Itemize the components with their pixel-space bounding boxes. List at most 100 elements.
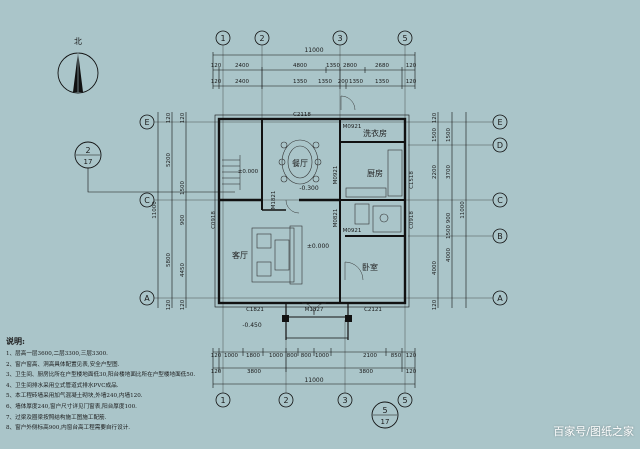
dim-value: 11000 <box>460 201 466 219</box>
kitchen-counter <box>345 149 403 233</box>
top-axis-bubbles: 1 2 3 5 <box>215 30 413 46</box>
dim-total: 11000 <box>304 377 323 384</box>
axis-label: C <box>144 196 150 205</box>
dim-value: 120 <box>406 63 417 69</box>
dim-value: 120 <box>211 79 222 85</box>
dim-value: 5200 <box>166 153 172 167</box>
room-bedroom: 卧室 <box>362 262 378 272</box>
elevation-mark: -0.450 <box>242 322 262 329</box>
dim-value: 120 <box>432 112 438 123</box>
dim-value: 900 <box>180 214 186 225</box>
bottom-axis-bubbles: 1 2 3 5 <box>215 392 413 408</box>
top-dimensions: 11000 120 2400 4800 1350 2800 2680 120 1… <box>211 47 417 89</box>
dim-value: 11000 <box>152 201 158 219</box>
dim-value: 2100 <box>363 353 377 359</box>
axis-label: 2 <box>259 34 264 43</box>
door-label: M0921 <box>343 228 362 234</box>
dim-value: 1500 <box>180 181 186 195</box>
dim-value: 1350 <box>293 79 307 85</box>
axis-label: 1 <box>220 396 225 405</box>
window-label: C2118 <box>293 112 311 118</box>
section-marker-5-17: 5 17 <box>371 401 399 429</box>
dim-value: 1800 <box>246 353 260 359</box>
note-item: 5、本工程砖墙采用加气混凝土砌块,外墙240,内墙120. <box>6 393 143 400</box>
note-item: 4、卫生间排水采用立式管道式排水PVC成品. <box>6 382 119 389</box>
design-notes: 说明: 1、层高一层3600,二层3300,三层3300. 2、窗户窗高、洞高具… <box>6 336 220 434</box>
dim-value: 3800 <box>359 369 373 375</box>
window-label: C2121 <box>364 307 382 313</box>
door-labels: M0921 M0921 M0821 M1827 M1821 M0921 <box>271 124 361 313</box>
room-kitchen: 厨房 <box>367 168 383 178</box>
dim-value: 3700 <box>446 165 452 179</box>
dim-value: 2800 <box>343 63 357 69</box>
dim-value: 1350 <box>349 79 363 85</box>
axis-label: D <box>497 141 503 150</box>
axis-label: E <box>497 118 502 127</box>
right-axis-bubbles: E D C B A <box>492 114 508 306</box>
note-item: 1、层高一层3600,二层3300,三层3300. <box>6 351 108 357</box>
axis-label: E <box>144 118 149 127</box>
dim-value: 120 <box>211 369 222 375</box>
living-sofa <box>251 225 303 285</box>
door-label: M1827 <box>305 307 324 313</box>
dim-value: 1350 <box>326 63 340 69</box>
dim-value: 1500 <box>446 128 452 142</box>
dim-value: 2400 <box>235 63 249 69</box>
axis-label: 1 <box>220 34 225 43</box>
porch <box>282 302 352 340</box>
dim-value: 120 <box>406 353 417 359</box>
axis-label: 5 <box>402 34 407 43</box>
elevation-mark: ±0.000 <box>307 243 329 250</box>
axis-label: A <box>497 294 503 303</box>
stair <box>222 155 241 190</box>
dim-value: 120 <box>432 299 438 310</box>
dim-value: 1000 <box>269 353 283 359</box>
room-dining: 餐厅 <box>292 159 308 168</box>
axis-label: B <box>497 232 503 241</box>
window-label: C0918 <box>409 211 415 229</box>
window-label: C1518 <box>409 171 415 189</box>
dim-value: 4000 <box>446 248 452 262</box>
dining-table <box>278 139 322 185</box>
window-label: C1821 <box>246 307 264 313</box>
dim-value: 850 <box>391 353 402 359</box>
dim-value: 120 <box>166 112 172 123</box>
dim-value: 2400 <box>235 79 249 85</box>
axis-label: A <box>144 294 150 303</box>
axis-label: 2 <box>283 396 288 405</box>
dim-value: 1000 <box>315 353 329 359</box>
elevation-mark: -0.300 <box>299 185 319 192</box>
dim-value: 3800 <box>247 369 261 375</box>
notes-title: 说明: <box>6 336 25 346</box>
door-label: M0921 <box>343 124 362 130</box>
north-label: 北 <box>74 37 82 46</box>
dim-value: 800 <box>301 353 312 359</box>
dim-value: 2680 <box>375 63 389 69</box>
svg-text:17: 17 <box>381 418 390 426</box>
dim-value: 1350 <box>375 79 389 85</box>
axis-label: 5 <box>402 396 407 405</box>
svg-text:2: 2 <box>85 146 90 155</box>
north-arrow: 北 <box>57 37 99 94</box>
dim-value: 4450 <box>180 263 186 277</box>
note-item: 8、窗户外侧标高900,内窗台高工程需要自行设计. <box>6 425 131 432</box>
door-label: M1821 <box>271 191 277 210</box>
dim-value: 120 <box>211 63 222 69</box>
dim-value: 1500 <box>446 225 452 239</box>
section-marker-2-17: 2 17 <box>74 141 235 193</box>
dim-value: 5800 <box>166 253 172 267</box>
left-dimensions: 120 120 5200 11000 1500 900 4450 5800 12… <box>152 112 187 310</box>
dim-value: 900 <box>446 212 452 223</box>
svg-text:17: 17 <box>84 158 93 166</box>
dim-value: 800 <box>287 353 298 359</box>
dim-value: 4000 <box>432 261 438 275</box>
dim-value: 120 <box>211 353 222 359</box>
axis-label: C <box>497 196 503 205</box>
dim-total: 11000 <box>304 47 323 54</box>
elevation-labels: ±0.000 -0.300 -0.450 ±0.000 <box>238 169 329 329</box>
dim-value: 1000 <box>224 353 238 359</box>
dim-value: 120 <box>406 369 417 375</box>
dim-value: 120 <box>166 299 172 310</box>
window-label: C0918 <box>211 211 217 229</box>
